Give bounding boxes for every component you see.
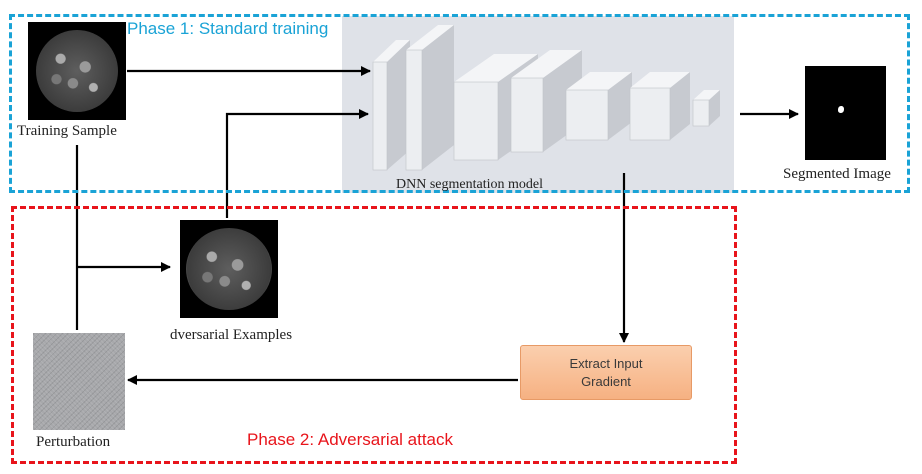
phase2-boundary [11, 206, 737, 464]
segmented-image [805, 66, 886, 160]
cnn-layer-block [510, 50, 582, 153]
arrow-adversarial-to-model [225, 109, 369, 218]
extract-gradient-line1: Extract Input [569, 355, 643, 371]
perturbation-image [33, 333, 125, 430]
perturbation-label: Perturbation [36, 434, 111, 450]
training-sample-label: Training Sample [17, 123, 117, 139]
cnn-layer-blocks-icon [372, 25, 720, 171]
phase2-label: Phase 2: Adversarial attack [247, 430, 454, 449]
extract-gradient-line2: Gradient [581, 373, 631, 389]
cnn-layer-block [692, 90, 720, 127]
cnn-layer-block [629, 72, 690, 141]
training-sample-image [28, 22, 126, 120]
extract-gradient-box: Extract Input Gradient [520, 345, 692, 400]
segmented-image-label: Segmented Image [783, 166, 891, 182]
adversarial-examples-label: dversarial Examples [170, 327, 293, 343]
ct-scan-icon [36, 30, 118, 112]
cnn-layer-block [372, 40, 410, 171]
phase1-boundary [9, 14, 910, 193]
cnn-layer-block [405, 25, 454, 171]
segmentation-mask-icon [838, 106, 844, 113]
phase1-label: Phase 1: Standard training [127, 19, 329, 38]
dnn-model-label: DNN segmentation model [396, 177, 543, 192]
adversarial-examples-image [180, 220, 278, 318]
cnn-layer-block [565, 72, 632, 141]
ct-scan-icon [186, 228, 272, 310]
